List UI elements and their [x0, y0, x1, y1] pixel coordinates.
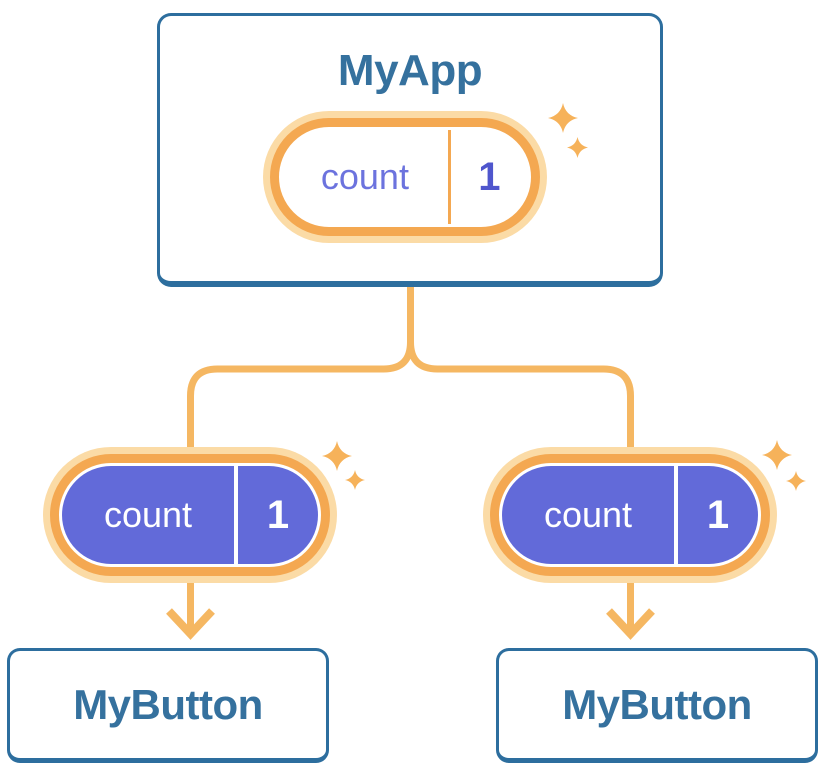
pill-divider: [674, 466, 678, 564]
pill-divider: [447, 130, 451, 224]
branch-right-line: [407, 287, 634, 629]
prop-name: count: [543, 494, 633, 535]
prop-pill-ring: count 1: [490, 454, 770, 576]
state-pill: count 1: [263, 111, 547, 243]
arrowhead-right-icon: [606, 608, 655, 640]
sparkle-icon: [345, 470, 365, 490]
prop-value: 1: [266, 492, 290, 537]
state-name: count: [320, 156, 409, 197]
mybutton-title: MyButton: [73, 680, 263, 728]
prop-name: count: [103, 494, 193, 535]
sparkle-icon: [567, 137, 588, 158]
sparkle-icon: [548, 103, 578, 133]
mybutton-title: MyButton: [562, 680, 752, 728]
myapp-title: MyApp: [337, 46, 483, 95]
mybutton-card-left: MyButton: [7, 648, 329, 763]
sparkle-icon: [786, 471, 806, 491]
state-pill-ring: count 1: [270, 118, 540, 236]
mybutton-card-right: MyButton: [496, 648, 818, 763]
state-value: 1: [478, 154, 501, 199]
prop-pill-left: count 1: [43, 447, 337, 583]
arrowhead-left-icon: [166, 608, 215, 640]
prop-pill-ring: count 1: [50, 454, 330, 576]
pill-divider: [234, 466, 238, 564]
prop-value: 1: [706, 492, 730, 537]
prop-pill-right: count 1: [483, 447, 777, 583]
sparkle-icon: [322, 441, 352, 471]
sparkle-icon: [762, 440, 792, 470]
